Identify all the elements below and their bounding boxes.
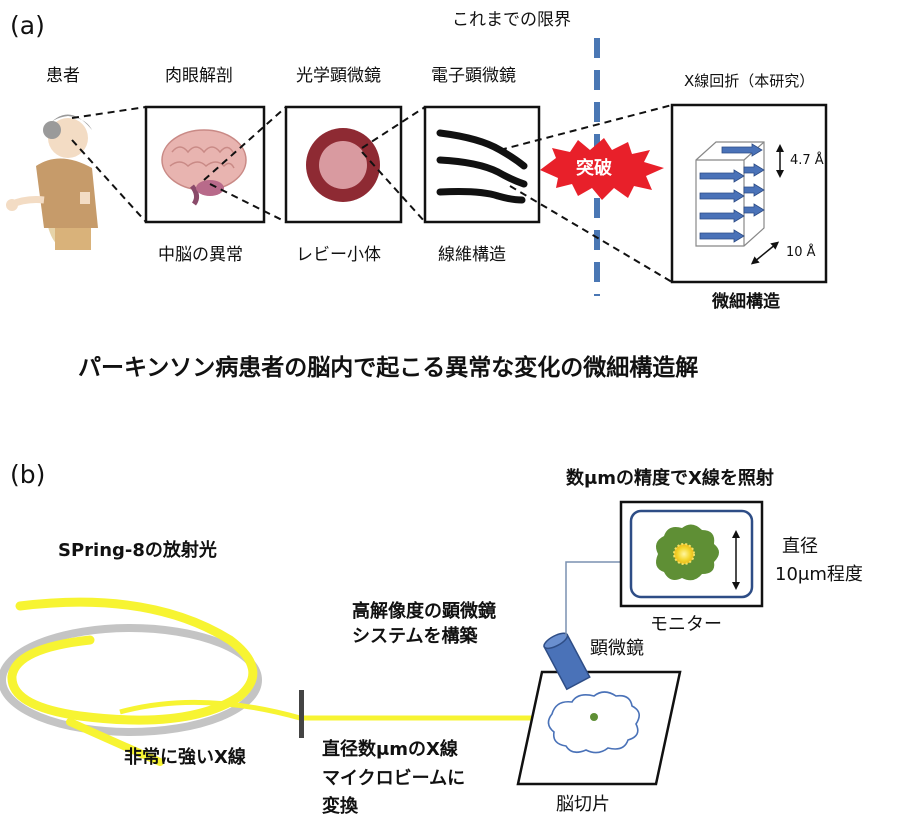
zoom-line — [71, 139, 147, 223]
lewy-body-label: レビー小体 — [296, 245, 381, 265]
electron-microscope-label: 電子顕微鏡 — [431, 66, 516, 86]
zoom-line — [71, 106, 147, 119]
patient-illustration — [6, 114, 98, 250]
target-spot — [590, 713, 598, 721]
zoom-line — [361, 106, 426, 149]
microscope-label: 顕微鏡 — [590, 638, 644, 659]
system-label-line2: システムを構築 — [352, 626, 478, 647]
strong-xray-label: 非常に強いX線 — [124, 747, 246, 768]
breakthrough-burst — [540, 138, 664, 200]
midbrain-abnormality-label: 中脳の異常 — [158, 245, 243, 265]
breakthrough-label: 突破 — [576, 158, 612, 179]
zoom-line — [203, 106, 287, 181]
lewy-body-inner — [319, 141, 367, 189]
strand-arrows — [699, 143, 765, 243]
spring8-label: SPring-8の放射光 — [58, 540, 217, 561]
xray-diffraction-box — [670, 103, 828, 284]
beta-strand-arrow — [743, 183, 765, 197]
zoom-line — [509, 185, 673, 283]
irradiation-title: 数μmの精度でX線を照射 — [566, 468, 774, 489]
microscope-objective — [543, 632, 591, 691]
synchrotron-beam-lower — [66, 718, 164, 766]
spacing-10-label: 10 Å — [786, 245, 816, 260]
monitor-cable — [565, 561, 621, 636]
focusing-optics — [299, 690, 304, 738]
convert-label-line1: 直径数μmのX線 — [322, 739, 458, 760]
spacing-10-arrow — [750, 241, 780, 265]
panel-b-label: (b) — [10, 460, 46, 489]
brain-slice-label: 脳切片 — [556, 794, 610, 815]
tissue-outline — [547, 691, 640, 754]
diameter-label-line1: 直径 — [782, 536, 818, 557]
optical-microscope-box — [284, 105, 403, 224]
optical-microscope-label: 光学顕微鏡 — [296, 66, 381, 86]
beta-strand-arrow — [699, 189, 745, 203]
aggregate-core — [673, 543, 695, 565]
system-label-line1: 高解像度の顕微鏡 — [352, 601, 496, 622]
previous-limit-label: これまでの限界 — [452, 10, 571, 30]
fine-structure-label: 微細構造 — [712, 292, 780, 312]
patient-label: 患者 — [46, 66, 80, 86]
zoom-line — [499, 104, 673, 151]
fiber-structure-label: 線維構造 — [438, 245, 506, 265]
beta-strand-arrow — [699, 229, 745, 243]
beta-strand-arrow — [721, 143, 763, 157]
zoom-line — [361, 151, 426, 223]
monitor-label: モニター — [650, 614, 722, 635]
storage-ring-gray — [0, 624, 262, 736]
spacing-4-7-label: 4.7 Å — [790, 153, 824, 168]
beta-strand-arrow — [743, 163, 765, 177]
zoom-line — [209, 183, 287, 223]
synchrotron-beam-ring — [7, 597, 258, 725]
xray-diffraction-label: X線回折（本研究） — [684, 72, 815, 90]
synchrotron-beam-tail — [119, 699, 532, 721]
convert-label-line3: 変換 — [322, 796, 358, 817]
convert-label-line2: マイクロビームに — [322, 768, 466, 789]
gross-anatomy-label: 肉眼解剖 — [165, 66, 233, 86]
diameter-label-line2: 10μm程度 — [775, 564, 863, 585]
headline: パーキンソン病患者の脳内で起こる異常な変化の微細構造解 — [78, 355, 699, 381]
beta-strand-arrow — [699, 169, 745, 183]
brain-illustration — [161, 129, 247, 206]
beta-strand-arrow — [699, 209, 745, 223]
panel-a-label: (a) — [10, 11, 45, 40]
beta-strand-arrow — [743, 203, 765, 217]
